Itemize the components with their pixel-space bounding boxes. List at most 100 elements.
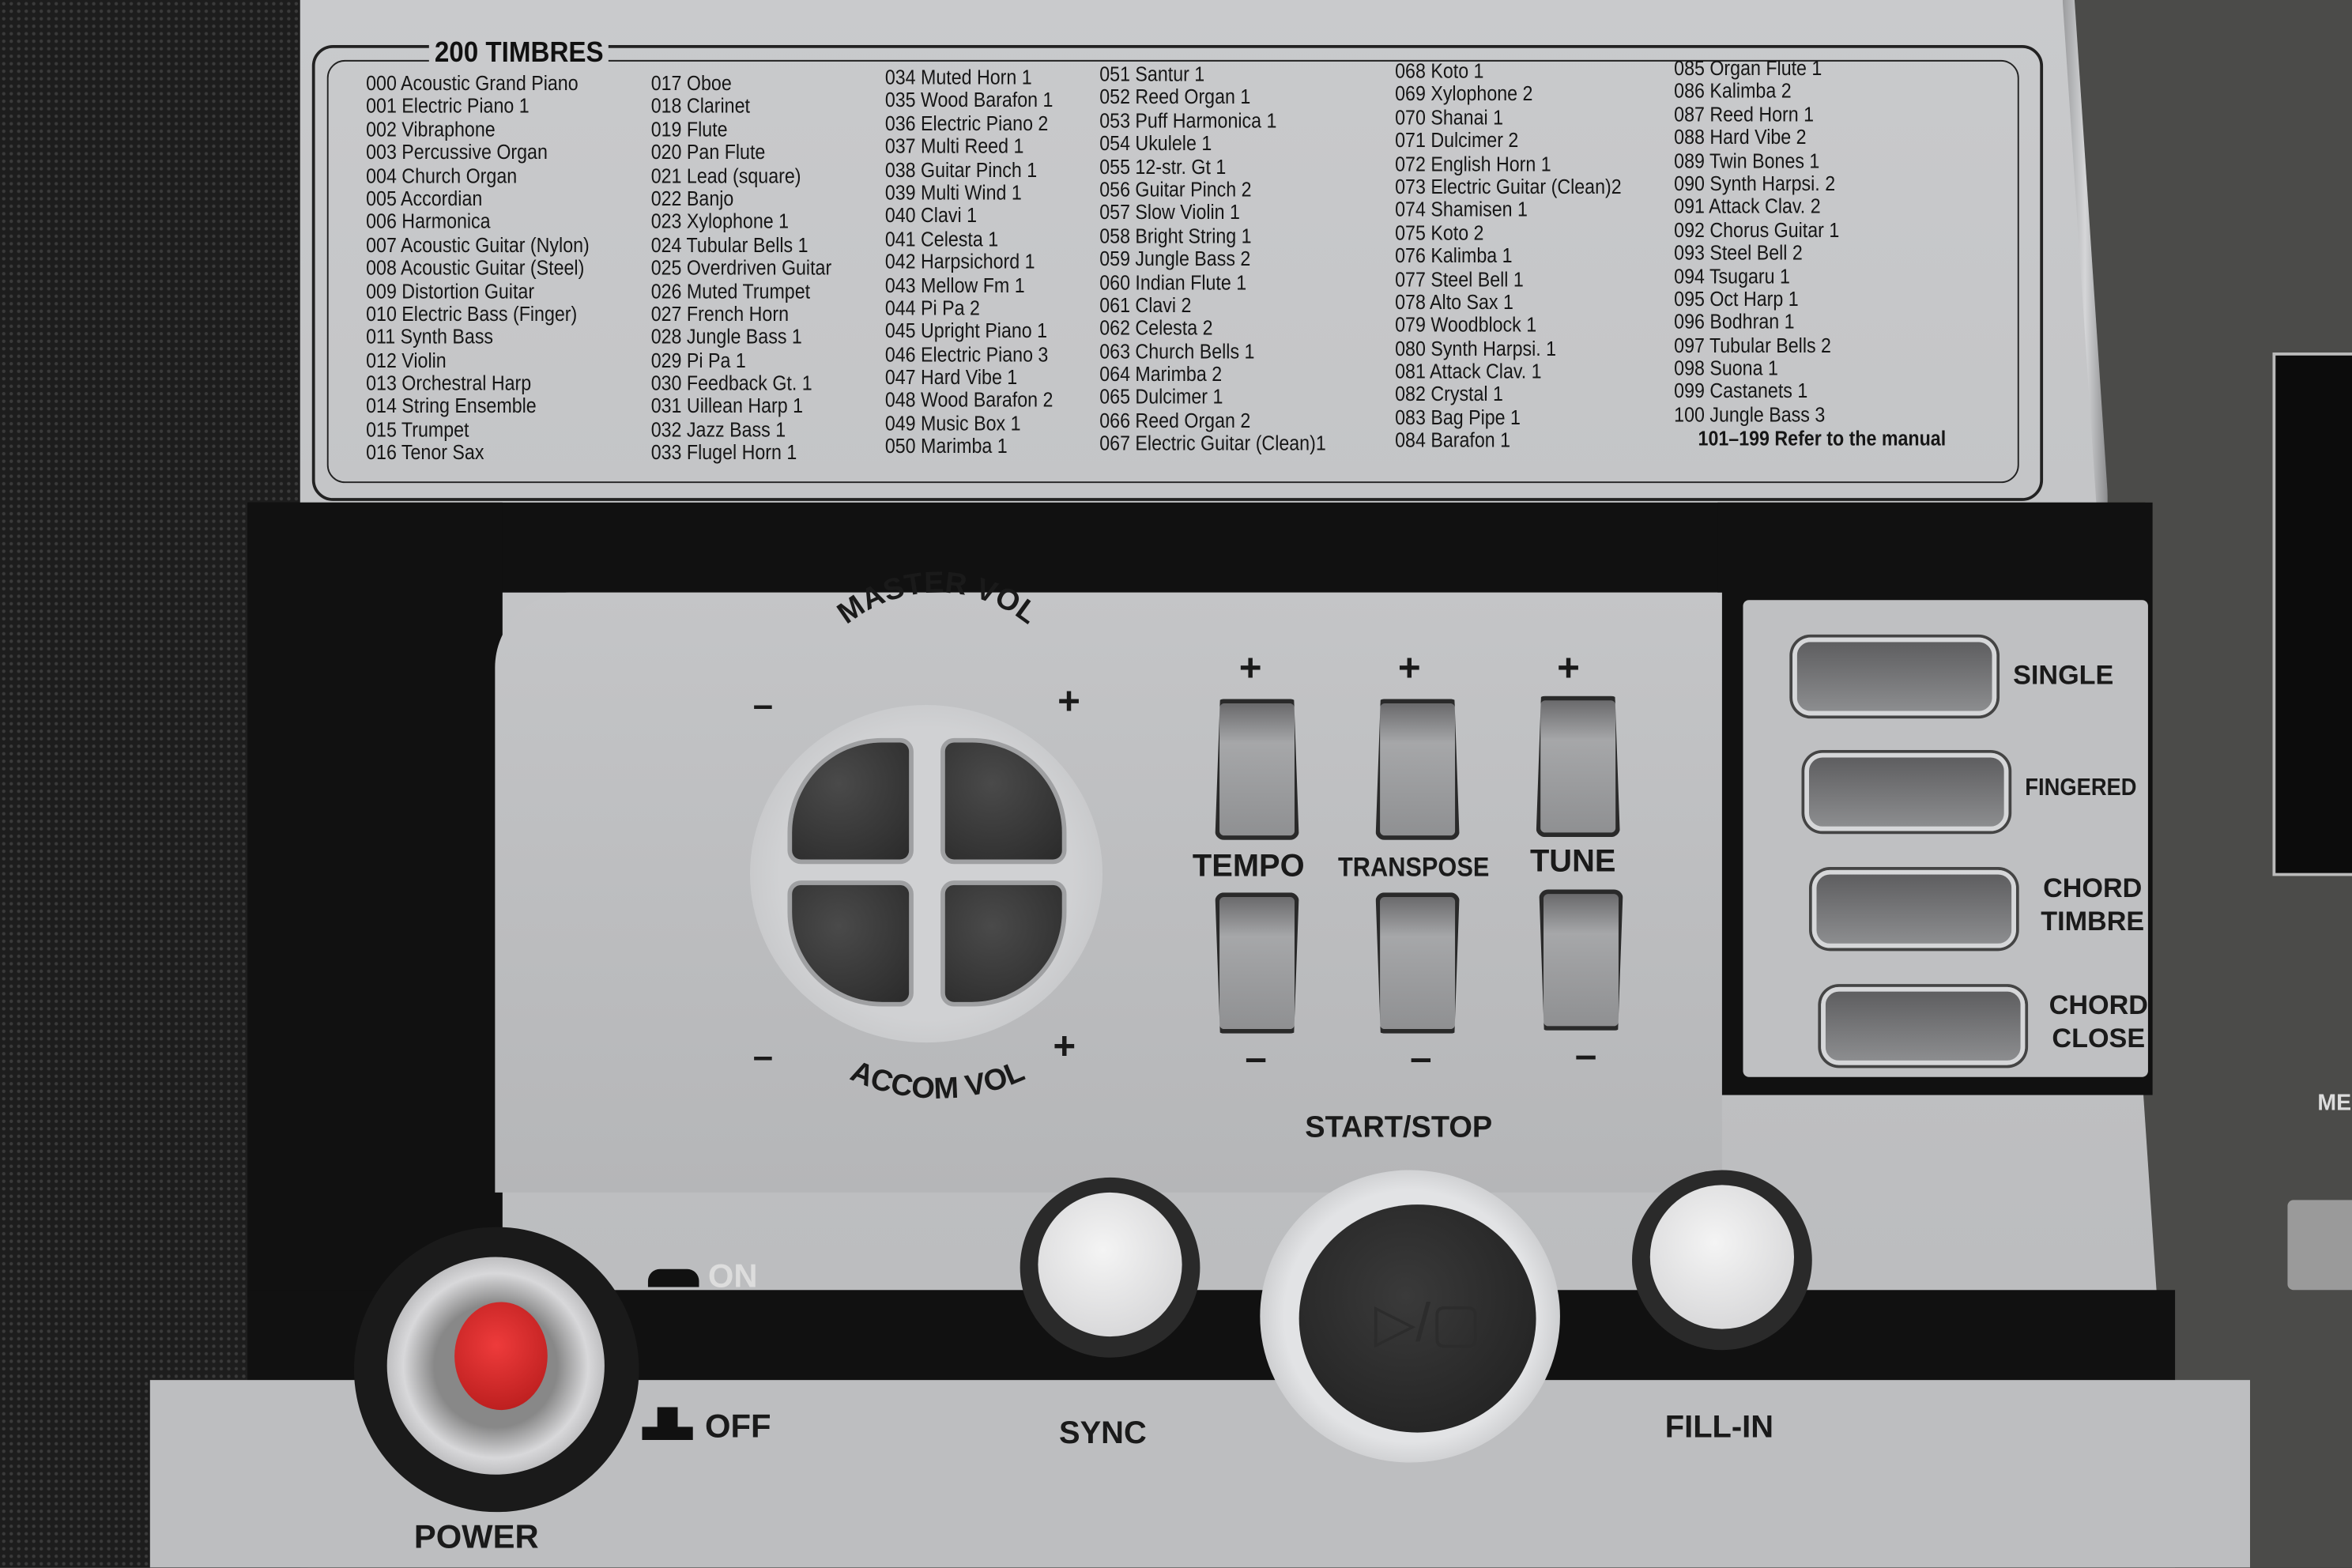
timbre-item: 091 Attack Clav. 2 [1674,195,1821,218]
timbre-item: 028 Jungle Bass 1 [650,326,802,349]
timbre-item: 094 Tsugaru 1 [1674,265,1790,288]
chord-timbre-label: CHORD TIMBRE [2041,873,2145,937]
timbre-item: 081 Attack Clav. 1 [1395,360,1542,383]
timbre-item: 046 Electric Piano 3 [884,343,1049,366]
timbre-item: 093 Steel Bell 2 [1674,241,1803,265]
timbre-item: 083 Bag Pipe 1 [1395,406,1521,429]
timbre-item: 090 Synth Harpsi. 2 [1674,172,1836,195]
timbre-item: 100 Jungle Bass 3 [1674,403,1826,426]
timbre-item: 023 Xylophone 1 [650,210,790,233]
timbre-item: 044 Pi Pa 2 [884,296,980,320]
timbre-item: 069 Xylophone 2 [1395,83,1533,106]
timbre-item: 010 Electric Bass (Finger) [366,303,578,326]
timbre-item: 098 Suona 1 [1674,356,1778,380]
timbre-item: 005 Accordian [366,187,483,210]
timbre-item: 029 Pi Pa 1 [650,349,746,372]
timbre-item: 021 Lead (square) [650,164,801,187]
power-off-label: OFF [705,1407,771,1445]
timbre-item: 060 Indian Flute 1 [1099,270,1247,294]
timbre-item: 049 Music Box 1 [884,412,1021,435]
timbre-item: 057 Slow Violin 1 [1099,201,1240,224]
timbre-item: 041 Celesta 1 [884,227,999,251]
control-area [495,592,1722,1193]
power-label: POWER [413,1517,539,1556]
tempo-plus-sign: + [1238,645,1262,691]
sync-label: SYNC [1058,1415,1147,1451]
timbre-item: 070 Shanai 1 [1395,106,1504,129]
timbre-item: 085 Organ Flute 1 [1674,57,1822,80]
timbre-item: 096 Bodhran 1 [1674,311,1795,334]
timbre-item: 077 Steel Bell 1 [1395,267,1524,291]
timbre-item: 058 Bright String 1 [1099,224,1252,247]
timbre-item: 007 Acoustic Guitar (Nylon) [366,233,590,257]
accom-vol-plus-sign: + [1053,1024,1076,1068]
timbre-item: 067 Electric Guitar (Clean)1 [1099,432,1326,455]
timbre-item: 052 Reed Organ 1 [1099,85,1251,109]
timbre-item: 082 Crystal 1 [1395,383,1503,406]
chord-timbre-button[interactable] [1811,869,2016,948]
timbre-item: 034 Muted Horn 1 [884,66,1032,89]
timbre-item: 095 Oct Harp 1 [1674,288,1799,311]
timbre-item: 051 Santur 1 [1099,62,1205,86]
fill-in-button[interactable] [1649,1185,1795,1329]
timbre-item: 050 Marimba 1 [884,435,1008,458]
start-stop-button[interactable]: ▷/▢ [1298,1204,1536,1433]
master-vol-minus-sign: – [753,684,773,725]
tempo-up-button[interactable] [1215,699,1299,840]
timbre-item: 062 Celesta 2 [1099,317,1213,340]
right-button-partial[interactable] [2287,1200,2352,1291]
timbre-list-footer: 101–199 Refer to the manual [1698,427,1947,450]
timbre-item: 009 Distortion Guitar [366,280,535,303]
timbre-item: 074 Shamisen 1 [1395,198,1528,221]
timbre-item: 054 Ukulele 1 [1099,132,1212,155]
power-button[interactable] [454,1302,548,1411]
timbre-item: 072 English Horn 1 [1395,152,1551,175]
single-mode-label: SINGLE [2013,660,2114,691]
timbre-item: 040 Clavi 1 [884,204,978,228]
timbre-list-title: 200 TIMBRES [428,37,609,71]
timbre-item: 027 French Horn [650,303,789,326]
timbre-item: 089 Twin Bones 1 [1674,149,1820,172]
timbre-item: 092 Chorus Guitar 1 [1674,218,1840,242]
timbre-item: 002 Vibraphone [366,118,496,141]
accom-vol-label: ACCOM VOL [846,1054,1029,1106]
fingered-mode-button[interactable] [1804,752,2009,831]
transpose-up-button[interactable] [1375,699,1460,840]
black-band-left [247,502,503,1298]
tune-minus-sign: – [1574,1031,1597,1077]
timbre-item: 056 Guitar Pinch 2 [1099,178,1252,202]
timbre-item: 022 Banjo [650,187,734,210]
timbre-item: 055 12-str. Gt 1 [1099,155,1227,179]
master-vol-plus-sign: + [1057,679,1080,722]
chord-close-button[interactable] [1821,986,2026,1065]
timbre-item: 014 String Ensemble [366,395,537,418]
sync-button[interactable] [1038,1192,1182,1337]
timbre-item: 097 Tubular Bells 2 [1674,334,1831,357]
timbre-item: 031 Uillean Harp 1 [650,395,804,418]
tune-up-button[interactable] [1536,695,1620,838]
timbre-item: 048 Wood Barafon 2 [884,389,1054,412]
transpose-plus-sign: + [1397,645,1421,691]
timbre-item: 008 Acoustic Guitar (Steel) [366,256,585,280]
single-mode-button[interactable] [1792,637,1997,716]
timbre-item: 099 Castanets 1 [1674,380,1808,403]
timbre-item: 087 Reed Horn 1 [1674,103,1815,126]
timbre-item: 043 Mellow Fm 1 [884,273,1025,296]
tempo-minus-sign: – [1245,1035,1267,1080]
timbre-item: 006 Harmonica [366,210,491,233]
tune-down-button[interactable] [1539,889,1623,1031]
volume-pad-surround [750,705,1103,1043]
fingered-mode-label: FINGERED [2025,775,2137,801]
timbre-item: 019 Flute [650,118,728,141]
timbre-item: 012 Violin [366,349,447,372]
transpose-down-button[interactable] [1375,892,1460,1034]
transpose-label: TRANSPOSE [1338,852,1490,883]
tempo-down-button[interactable] [1215,892,1299,1034]
timbre-item: 042 Harpsichord 1 [884,251,1035,273]
tune-plus-sign: + [1557,645,1580,691]
power-on-label: ON [707,1257,758,1295]
